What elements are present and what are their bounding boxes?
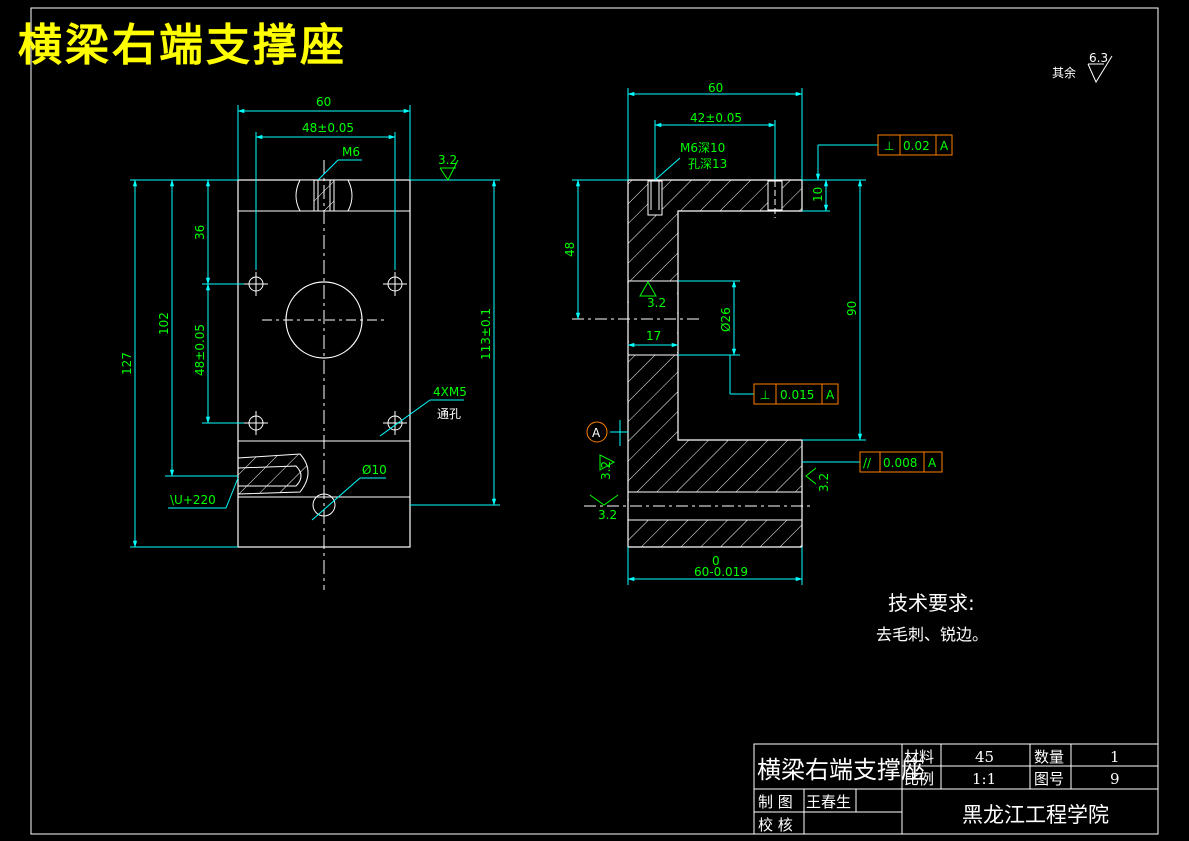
svg-text:Ø10: Ø10 <box>362 463 387 477</box>
svg-text:36: 36 <box>193 225 207 240</box>
svg-text:9: 9 <box>1110 770 1120 788</box>
svg-text:60: 60 <box>316 95 331 109</box>
svg-text:制 图: 制 图 <box>758 793 793 811</box>
svg-text:孔深13: 孔深13 <box>688 157 727 171</box>
svg-text:48±0.05: 48±0.05 <box>193 324 207 376</box>
side-view: ⊥ 0.02 A ⊥ 0.015 A // 0.008 A A 60 42±0.… <box>563 81 953 585</box>
svg-text:通孔: 通孔 <box>437 407 461 421</box>
svg-text:材料: 材料 <box>904 748 934 766</box>
svg-text:48±0.05: 48±0.05 <box>302 121 354 135</box>
bottom-hole <box>312 493 336 517</box>
svg-text:90: 90 <box>845 301 859 316</box>
svg-text:0: 0 <box>712 554 720 568</box>
svg-text:0.015: 0.015 <box>780 388 814 402</box>
svg-text:王春生: 王春生 <box>806 793 851 811</box>
svg-text:17: 17 <box>646 329 661 343</box>
svg-text:数量: 数量 <box>1034 748 1064 766</box>
svg-text:\U+220: \U+220 <box>170 493 216 507</box>
svg-text:113±0.1: 113±0.1 <box>479 308 493 360</box>
default-roughness-note: 其余 6.3 <box>1052 51 1113 84</box>
svg-text:图号: 图号 <box>1034 770 1064 788</box>
svg-text:Ø26: Ø26 <box>719 307 733 332</box>
svg-text:其余: 其余 <box>1052 65 1076 80</box>
svg-text:横梁右端支撑座: 横梁右端支撑座 <box>757 756 925 784</box>
svg-text:102: 102 <box>157 312 171 335</box>
svg-text:127: 127 <box>120 352 134 375</box>
svg-text:校 核: 校 核 <box>758 816 793 834</box>
mounting-holes <box>244 272 407 435</box>
svg-text:6.3: 6.3 <box>1089 51 1108 65</box>
svg-text:3.2: 3.2 <box>817 473 831 492</box>
svg-text:60-0.019: 60-0.019 <box>694 565 748 579</box>
svg-text:去毛刺、锐边。: 去毛刺、锐边。 <box>876 625 988 644</box>
svg-text:42±0.05: 42±0.05 <box>690 111 742 125</box>
svg-text:60: 60 <box>708 81 723 95</box>
svg-text:技术要求:: 技术要求: <box>888 591 975 615</box>
svg-text:M6: M6 <box>342 145 360 159</box>
svg-text://: // <box>863 456 872 470</box>
svg-text:0.008: 0.008 <box>883 456 917 470</box>
technical-requirements: 技术要求: 去毛刺、锐边。 <box>876 591 988 644</box>
svg-text:3.2: 3.2 <box>599 461 613 480</box>
front-view: 60 48±0.05 M6 3.2 36 102 48±0.05 127 113… <box>120 95 500 590</box>
svg-text:⊥: ⊥ <box>760 388 770 402</box>
svg-text:黑龙江工程学院: 黑龙江工程学院 <box>962 803 1109 827</box>
svg-text:3.2: 3.2 <box>647 296 666 310</box>
svg-text:A: A <box>940 139 949 153</box>
svg-text:1:1: 1:1 <box>972 770 996 788</box>
drawing-title: 横梁右端支撑座 <box>18 20 347 71</box>
tolerance-frame-2: ⊥ 0.015 A <box>753 383 839 405</box>
svg-text:1: 1 <box>1110 748 1120 766</box>
svg-text:45: 45 <box>975 748 994 766</box>
svg-text:3.2: 3.2 <box>438 153 457 167</box>
slot-cutout <box>237 453 309 495</box>
svg-text:4XM5: 4XM5 <box>433 385 467 399</box>
side-body-section <box>627 179 803 548</box>
svg-text:48: 48 <box>563 242 577 257</box>
tolerance-frame-3: // 0.008 A <box>859 451 943 473</box>
svg-text:A: A <box>928 456 937 470</box>
datum-a-marker: A <box>586 421 608 443</box>
svg-text:10: 10 <box>811 187 825 202</box>
title-block <box>753 743 1159 835</box>
svg-text:A: A <box>826 388 835 402</box>
svg-text:M6深10: M6深10 <box>680 141 725 155</box>
svg-text:⊥: ⊥ <box>884 139 894 153</box>
svg-text:比例: 比例 <box>904 770 934 788</box>
title-block-text: 横梁右端支撑座 材料 45 数量 1 比例 1:1 图号 9 制 图 王春生 校… <box>757 748 1120 834</box>
tolerance-frame-1: ⊥ 0.02 A <box>877 134 953 156</box>
svg-text:0.02: 0.02 <box>903 139 930 153</box>
svg-text:A: A <box>592 426 601 440</box>
svg-text:3.2: 3.2 <box>598 508 617 522</box>
drawing-frame <box>30 7 1159 835</box>
